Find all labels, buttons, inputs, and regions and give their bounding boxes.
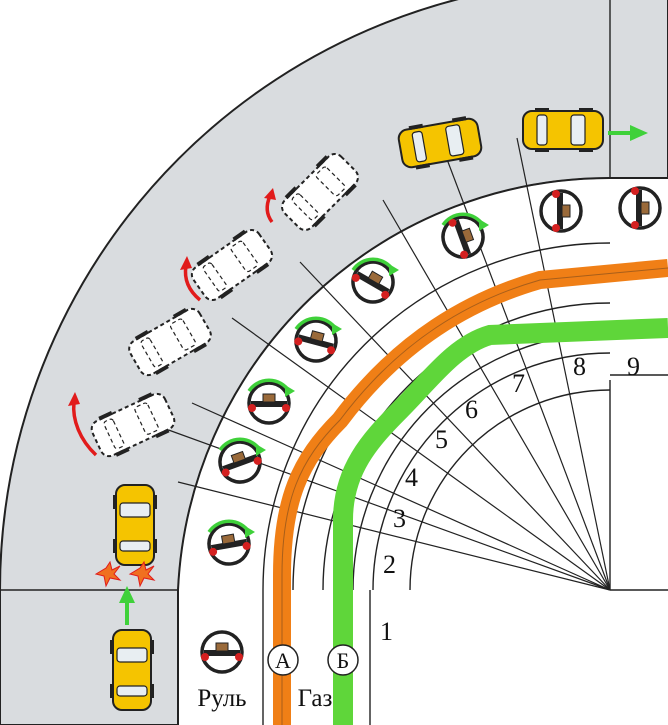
radial-line <box>177 481 611 591</box>
curved-arrow-icon <box>479 219 489 231</box>
curved-arrow-icon <box>256 444 266 456</box>
steering-wheel-icon <box>200 630 244 674</box>
trajectory-line-a-outline <box>281 267 668 725</box>
steering-wheel-icon <box>618 186 662 230</box>
car-top-view-icon <box>522 108 604 152</box>
steering-label: Руль <box>197 685 246 712</box>
curved-arrow-icon <box>68 392 80 406</box>
curved-arrow-icon <box>332 323 342 335</box>
segment-label: 4 <box>405 463 418 492</box>
steering-wheel-icon <box>294 319 338 363</box>
cars <box>90 108 604 711</box>
segment-label: 2 <box>383 550 396 579</box>
segment-label: 9 <box>627 352 640 381</box>
steering-wheel-icon <box>441 215 485 259</box>
throttle-label: Газ <box>298 685 333 712</box>
segment-label: 3 <box>393 504 406 533</box>
curved-arrow-icon <box>180 256 192 270</box>
car-outline-icon <box>281 153 359 231</box>
steering-wheel-icon <box>207 522 251 566</box>
segment-label: 1 <box>380 617 393 646</box>
car-outline-icon <box>190 229 274 301</box>
segment-label: 5 <box>435 425 448 454</box>
marker-a-label: А <box>275 648 291 673</box>
arrows <box>68 125 648 625</box>
curved-arrow-icon <box>245 526 255 538</box>
skid-spark-icon <box>94 560 156 588</box>
segment-label: 8 <box>573 352 586 381</box>
trajectory-line-a <box>273 259 668 725</box>
segment-label: 7 <box>512 369 525 398</box>
curved-arrow-icon <box>71 401 98 457</box>
car-top-view-icon <box>110 629 154 711</box>
curved-arrow-icon <box>389 264 399 276</box>
radial-line <box>299 261 611 591</box>
trajectory-line-b <box>333 318 668 725</box>
steering-wheel-icon <box>351 260 395 304</box>
car-top-view-icon <box>113 484 157 566</box>
straight-arrow-icon <box>119 586 135 603</box>
marker-b-label: Б <box>337 648 350 673</box>
marker-b <box>327 644 359 676</box>
radial-line <box>231 317 611 591</box>
segment-label: 6 <box>465 395 478 424</box>
radial-line <box>191 402 611 591</box>
straight-arrow-icon <box>630 125 648 141</box>
marker-a <box>267 644 299 676</box>
steering-wheel-icon <box>247 381 291 425</box>
steering-wheel-icon <box>218 440 262 484</box>
steering-wheel-icon <box>539 189 583 233</box>
steering-wheels <box>200 186 662 674</box>
car-outline-icon <box>128 307 212 377</box>
radial-line <box>516 137 611 591</box>
radial-line <box>382 199 611 591</box>
car-top-view-icon <box>397 116 483 170</box>
curved-arrow-icon <box>264 188 276 200</box>
curved-arrow-icon <box>285 385 295 397</box>
car-outline-icon <box>90 392 176 458</box>
line-markers: А Б <box>267 644 359 676</box>
segment-numbers: 1 2 3 4 5 6 7 8 9 <box>380 352 640 646</box>
